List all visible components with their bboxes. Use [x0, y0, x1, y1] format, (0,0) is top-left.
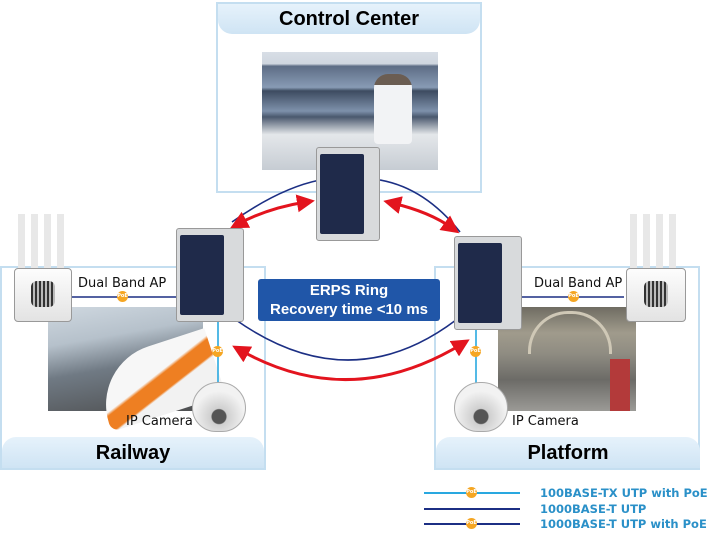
- legend-poe-badge-1: PoE: [466, 487, 477, 498]
- platform-train: [610, 359, 630, 411]
- right-ip-camera[interactable]: [454, 382, 508, 432]
- left-ip-camera[interactable]: [192, 382, 246, 432]
- right-ap-device[interactable]: [626, 268, 686, 322]
- poe-badge-left-camera: PoE: [212, 346, 223, 357]
- ap-grille-icon: [644, 281, 668, 307]
- poe-badge-left-ap: PoE: [117, 291, 128, 302]
- switch-right[interactable]: [454, 236, 522, 330]
- legend-label-100base-tx-poe: 100BASE-TX UTP with PoE: [540, 486, 708, 500]
- switch-panel: [180, 235, 224, 315]
- ring-link-top-left: [231, 179, 321, 223]
- legend-poe-badge-3: PoE: [466, 518, 477, 529]
- erps-recovery-time: Recovery time <10 ms: [269, 301, 428, 318]
- poe-badge-right-camera: PoE: [470, 346, 481, 357]
- switch-left[interactable]: [176, 228, 244, 322]
- legend-label-1000base-t: 1000BASE-T UTP: [540, 502, 647, 516]
- right-ap-label: Dual Band AP: [534, 276, 623, 291]
- operator-figure: [374, 74, 412, 144]
- railway-photo: [48, 307, 226, 432]
- left-ap-antennas-icon: [18, 214, 66, 268]
- control-center-title: Control Center: [218, 4, 480, 34]
- erps-ring-box: ERPS Ring Recovery time <10 ms: [258, 279, 440, 321]
- left-ap-device[interactable]: [14, 268, 72, 322]
- railway-title: Railway: [2, 437, 264, 468]
- left-ap-label: Dual Band AP: [78, 276, 167, 291]
- redundancy-arrow-bottom: [232, 339, 470, 381]
- platform-title: Platform: [436, 437, 700, 468]
- right-ap-antennas-icon: [630, 214, 678, 268]
- poe-badge-right-ap: PoE: [568, 291, 579, 302]
- switch-panel: [458, 243, 502, 323]
- redundancy-arrow-top-left: [230, 194, 315, 229]
- ap-grille-icon: [31, 281, 55, 307]
- ring-link-bottom: [235, 319, 457, 361]
- erps-ring-title: ERPS Ring: [309, 282, 389, 299]
- switch-center[interactable]: [316, 147, 380, 241]
- legend-label-1000base-t-poe: 1000BASE-T UTP with PoE: [540, 517, 707, 531]
- left-camera-label: IP Camera: [126, 414, 193, 429]
- control-room-photo: [262, 52, 438, 170]
- platform-photo: [498, 307, 636, 411]
- right-camera-label: IP Camera: [512, 414, 579, 429]
- switch-panel: [320, 154, 364, 234]
- redundancy-arrow-top-right: [383, 196, 460, 234]
